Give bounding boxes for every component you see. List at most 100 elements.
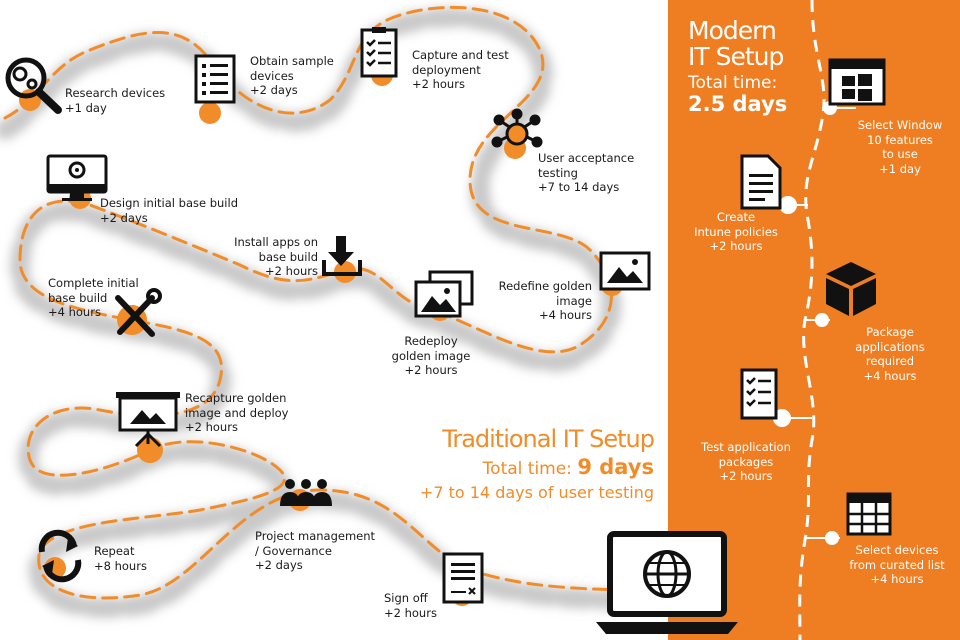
images-stack-icon <box>414 270 474 318</box>
step-line: +2 hours <box>404 363 458 377</box>
step-line: Redefine golden <box>498 279 592 293</box>
download-icon <box>322 236 362 276</box>
step-recapture-image: Recapture golden image and deploy +2 hou… <box>185 391 288 435</box>
step-line: devices <box>250 68 294 83</box>
step-redefine-image: Redefine golden image +4 hours <box>499 279 592 323</box>
step-project-management: Project management / Governance +2 days <box>255 529 375 573</box>
step-line: +4 hours <box>870 572 924 586</box>
step-line: Capture and test <box>412 48 509 62</box>
step-line: Design initial base build <box>100 196 238 210</box>
traditional-total-label: Total time: <box>482 459 572 479</box>
step-line: +4 hours <box>863 368 917 383</box>
step-line: +1 day <box>879 161 921 176</box>
step-line: +2 hours <box>185 420 238 434</box>
step-redeploy-image: Redeploy golden image +2 hours <box>376 334 486 378</box>
document-icon <box>740 154 782 210</box>
modern-total-value: 2.5 days <box>688 92 788 116</box>
step-line: Repeat <box>94 544 135 558</box>
sign-document-icon <box>442 552 484 604</box>
modern-step-select-devices: Select devices from curated list +4 hour… <box>838 543 956 587</box>
step-line: +2 days <box>250 83 298 97</box>
step-line: +2 hours <box>412 77 465 91</box>
step-line: +4 hours <box>539 308 592 322</box>
step-line: +2 hours <box>719 469 773 483</box>
step-line: Recapture golden <box>185 391 287 405</box>
modern-title-block: Modern IT Setup Total time: 2.5 days <box>688 16 788 117</box>
step-line: base build <box>48 290 108 305</box>
modern-step-intune-policies: Create Intune policies +2 hours <box>676 210 796 254</box>
step-line: from curated list <box>849 557 945 572</box>
step-line: Sign off <box>384 591 428 605</box>
traditional-road <box>3 5 670 600</box>
step-line: Select devices <box>855 543 939 557</box>
modern-step-select-features: Select Window 10 features to use +1 day <box>852 118 948 176</box>
step-line: required <box>865 354 915 368</box>
laptop-globe-icon <box>596 531 738 634</box>
step-obtain-sample: Obtain sample devices +2 days <box>250 54 334 98</box>
step-line: Select Window <box>857 118 943 132</box>
traditional-total: Total time: 9 days <box>420 454 654 482</box>
package-icon <box>826 262 876 316</box>
step-line: Redeploy <box>404 334 458 348</box>
research-gears-icon <box>5 57 62 114</box>
modern-heading-line1: Modern <box>688 16 777 45</box>
step-line: Install apps on <box>234 235 318 249</box>
step-line: Obtain sample <box>250 54 334 68</box>
step-line: +7 to 14 days <box>538 180 620 194</box>
step-line: User acceptance <box>538 151 635 165</box>
step-line: +8 hours <box>94 558 147 573</box>
step-line: +1 day <box>65 100 107 115</box>
step-line: Research devices <box>65 86 166 100</box>
step-line: +2 hours <box>384 605 437 620</box>
step-line: Test application <box>701 440 791 454</box>
step-line: / Governance <box>255 543 332 558</box>
traditional-title-block: Traditional IT Setup Total time: 9 days … <box>419 424 655 504</box>
checklist-icon <box>740 368 778 420</box>
step-line: packages <box>718 454 774 469</box>
traditional-note: +7 to 14 days of user testing <box>419 483 654 502</box>
monitor-gear-icon <box>46 154 108 201</box>
step-user-acceptance: User acceptance testing +7 to 14 days <box>538 151 634 195</box>
step-line: applications <box>855 339 925 354</box>
step-sign-off: Sign off +2 hours <box>384 591 437 620</box>
presentation-icon <box>116 392 180 448</box>
step-line: +2 days <box>255 558 303 572</box>
step-line: +2 hours <box>265 264 318 278</box>
device-grid-icon <box>846 492 892 536</box>
step-research-devices: Research devices +1 day <box>65 86 165 115</box>
step-line: testing <box>538 165 578 180</box>
step-complete-base: Complete initial base build +4 hours <box>48 276 139 320</box>
traditional-total-value: 9 days <box>577 455 654 479</box>
step-line: +2 hours <box>709 239 763 253</box>
tools-icon <box>115 288 162 337</box>
team-icon <box>280 479 332 506</box>
step-repeat: Repeat +8 hours <box>94 544 147 573</box>
step-line: golden image <box>391 348 471 363</box>
step-line: base build <box>258 249 318 264</box>
step-line: to use <box>882 147 918 161</box>
step-line: 10 features <box>867 132 933 147</box>
window-icon <box>828 58 886 106</box>
modern-step-test-packages: Test application packages +2 hours <box>688 440 804 484</box>
step-line: Project management <box>255 529 376 543</box>
checklist-icon <box>360 27 398 78</box>
step-line: Package <box>866 325 914 339</box>
step-line: Complete initial <box>48 276 139 290</box>
modern-total-label: Total time: <box>688 73 778 93</box>
step-line: +4 hours <box>48 305 101 319</box>
traditional-heading: Traditional IT Setup <box>442 425 655 453</box>
image-icon <box>599 251 651 291</box>
step-line: image <box>556 293 592 308</box>
modern-heading-line2: IT Setup <box>688 42 784 71</box>
step-line: Intune policies <box>694 224 778 239</box>
step-line: deployment <box>412 62 481 77</box>
step-install-apps: Install apps on base build +2 hours <box>234 235 318 279</box>
user-network-icon <box>491 108 543 148</box>
step-capture-test: Capture and test deployment +2 hours <box>412 48 509 92</box>
step-line: +2 days <box>100 210 148 225</box>
spec-list-icon <box>194 54 236 104</box>
step-line: image and deploy <box>185 405 289 420</box>
modern-step-package-apps: Package applications required +4 hours <box>840 325 940 383</box>
step-line: Create <box>716 210 756 224</box>
